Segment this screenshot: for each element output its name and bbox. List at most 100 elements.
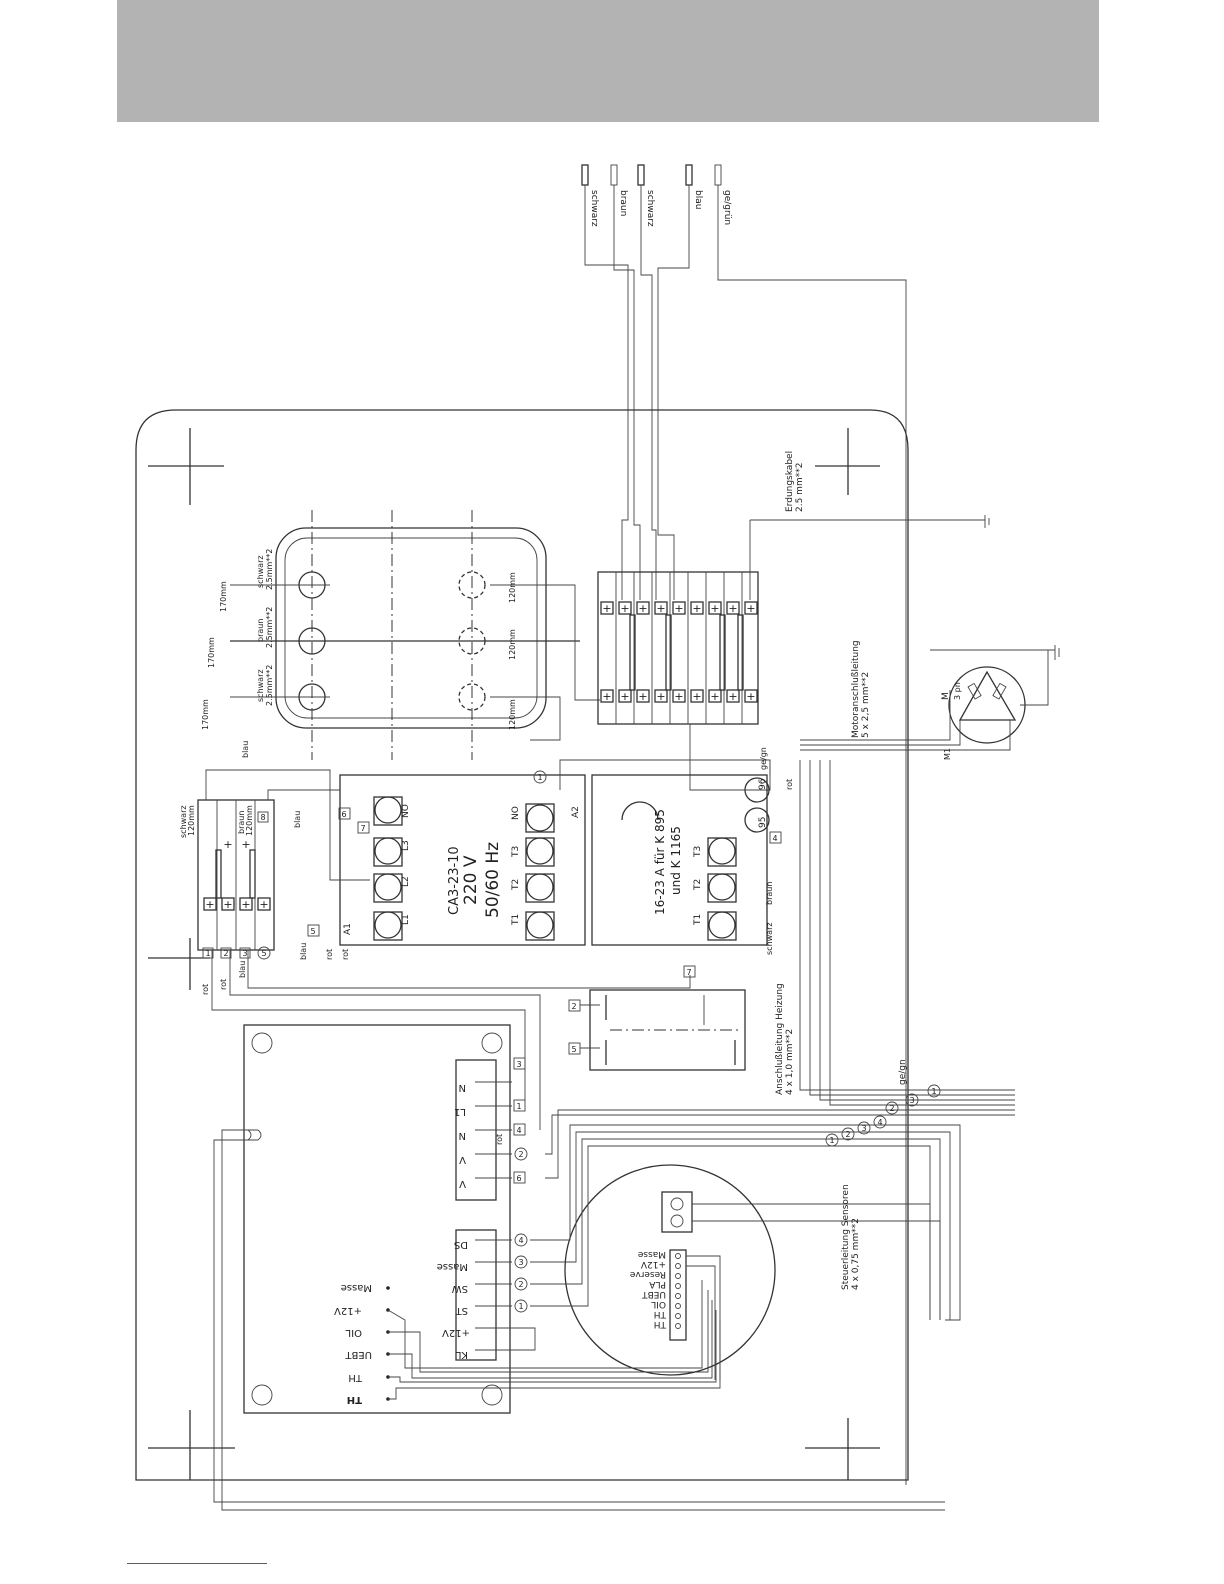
svg-text:+: + xyxy=(241,838,250,851)
svg-text:6: 6 xyxy=(516,1174,521,1183)
svg-text:Anschlußleitung Heizung: Anschlußleitung Heizung xyxy=(775,983,785,1095)
overload-relay: T1 T2 T3 95 96 16-23 A für K 895 und K 1… xyxy=(559,759,794,955)
header-band xyxy=(117,0,1099,122)
svg-text:+: + xyxy=(638,602,647,615)
svg-text:7: 7 xyxy=(686,968,691,977)
svg-text:braun: braun xyxy=(256,619,265,642)
svg-text:braun: braun xyxy=(765,882,774,905)
cable-runs-right: 1 2 3 4 2 3 1 ge/gn xyxy=(213,760,1015,1511)
mounting-marks xyxy=(148,428,880,1480)
cable-label-schwarz-1: schwarz xyxy=(589,190,599,227)
svg-text:+: + xyxy=(620,690,629,703)
svg-text:schwarz: schwarz xyxy=(765,922,774,955)
svg-text:+: + xyxy=(692,690,701,703)
svg-text:TH: TH xyxy=(347,1394,362,1405)
svg-text:7: 7 xyxy=(360,824,365,833)
svg-text:5: 5 xyxy=(310,927,315,936)
svg-text:+: + xyxy=(674,602,683,615)
svg-text:PLA: PLA xyxy=(648,1279,666,1289)
svg-text:V: V xyxy=(459,1178,466,1189)
svg-text:UEBT: UEBT xyxy=(345,1349,372,1360)
svg-text:+: + xyxy=(223,838,232,851)
svg-text:5: 5 xyxy=(571,1045,576,1054)
svg-text:NO: NO xyxy=(401,804,411,818)
enclosure-outline xyxy=(135,409,909,1481)
svg-text:2: 2 xyxy=(518,1280,523,1289)
svg-text:Masse: Masse xyxy=(437,1261,468,1272)
svg-text:TH: TH xyxy=(654,1319,667,1329)
svg-text:KL: KL xyxy=(455,1349,468,1360)
svg-text:+: + xyxy=(710,602,719,615)
svg-text:+: + xyxy=(241,898,250,911)
svg-text:SW: SW xyxy=(452,1283,468,1294)
svg-text:2: 2 xyxy=(845,1130,850,1139)
svg-text:96: 96 xyxy=(758,778,768,790)
svg-text:+: + xyxy=(223,898,232,911)
svg-text:M: M xyxy=(941,692,951,700)
svg-text:2.5mm**2: 2.5mm**2 xyxy=(265,607,274,648)
svg-text:170mm: 170mm xyxy=(207,637,216,668)
svg-text:+: + xyxy=(746,602,755,615)
svg-text:ge/gn: ge/gn xyxy=(898,1059,908,1085)
svg-text:3: 3 xyxy=(861,1124,866,1133)
sensor-panel: Masse +12V Reserve PLA UEBT OIL TH TH St… xyxy=(564,1164,941,1380)
svg-text:120mm: 120mm xyxy=(508,699,517,730)
svg-text:rot: rot xyxy=(341,949,350,960)
svg-text:50/60 Hz: 50/60 Hz xyxy=(483,842,503,918)
svg-text:schwarz: schwarz xyxy=(256,669,265,702)
svg-text:L1: L1 xyxy=(401,914,411,925)
svg-text:5 x 2,5 mm**2: 5 x 2,5 mm**2 xyxy=(861,672,871,738)
svg-text:4 x 0,75 mm**2: 4 x 0,75 mm**2 xyxy=(851,1218,861,1290)
svg-text:4: 4 xyxy=(516,1126,521,1135)
contactor: L1 L2 L3 NO A1 T1 T2 T3 NO A2 CA3-23-10 … xyxy=(339,770,586,946)
svg-text:3: 3 xyxy=(909,1096,914,1105)
svg-text:ge/gn: ge/gn xyxy=(759,747,768,770)
svg-text:120mm: 120mm xyxy=(187,805,196,836)
svg-text:NO: NO xyxy=(511,806,521,820)
svg-text:2: 2 xyxy=(223,949,228,958)
svg-text:+: + xyxy=(746,690,755,703)
svg-text:4 x 1,0 mm**2: 4 x 1,0 mm**2 xyxy=(785,1029,795,1095)
svg-text:A1: A1 xyxy=(343,923,353,935)
svg-text:T1: T1 xyxy=(511,914,521,926)
svg-text:rot: rot xyxy=(495,1134,504,1145)
svg-text:2.5mm**2: 2.5mm**2 xyxy=(265,549,274,590)
cable-label-schwarz-2: schwarz xyxy=(645,190,655,227)
svg-text:+: + xyxy=(728,690,737,703)
svg-text:N: N xyxy=(459,1130,466,1141)
svg-text:rot: rot xyxy=(201,984,210,995)
svg-text:4: 4 xyxy=(772,834,777,843)
svg-text:blau: blau xyxy=(238,961,247,978)
svg-text:L3: L3 xyxy=(401,840,411,851)
svg-text:N: N xyxy=(459,1082,466,1093)
svg-text:T3: T3 xyxy=(693,846,703,858)
svg-text:+: + xyxy=(602,690,611,703)
svg-text:Steuerleitung Sensoren: Steuerleitung Sensoren xyxy=(841,1184,851,1290)
svg-text:Masse: Masse xyxy=(637,1249,666,1259)
svg-text:T2: T2 xyxy=(511,879,521,891)
heater-block: schwarz 2.5mm**2 braun 2.5mm**2 schwarz … xyxy=(201,510,600,760)
svg-text:+: + xyxy=(620,602,629,615)
svg-text:1: 1 xyxy=(829,1136,834,1145)
svg-text:braun: braun xyxy=(237,811,246,834)
svg-text:1: 1 xyxy=(516,1102,521,1111)
svg-text:TH: TH xyxy=(348,1372,363,1383)
svg-text:OIL: OIL xyxy=(651,1299,666,1309)
svg-text:1: 1 xyxy=(931,1087,936,1096)
svg-text:L2: L2 xyxy=(401,876,411,887)
svg-text:+: + xyxy=(656,690,665,703)
svg-text:T2: T2 xyxy=(693,879,703,891)
svg-text:ST: ST xyxy=(455,1305,468,1316)
svg-text:2.5 mm**2: 2.5 mm**2 xyxy=(795,463,805,512)
svg-text:UEBT: UEBT xyxy=(642,1289,666,1299)
svg-text:DS: DS xyxy=(454,1239,468,1250)
svg-text:+: + xyxy=(692,602,701,615)
svg-text:4: 4 xyxy=(518,1236,523,1245)
svg-text:4: 4 xyxy=(877,1118,882,1127)
svg-text:Masse: Masse xyxy=(341,1282,372,1293)
svg-text:rot: rot xyxy=(219,979,228,990)
svg-text:2.5mm**2: 2.5mm**2 xyxy=(265,665,274,706)
svg-text:6: 6 xyxy=(341,810,346,819)
svg-text:+: + xyxy=(710,690,719,703)
